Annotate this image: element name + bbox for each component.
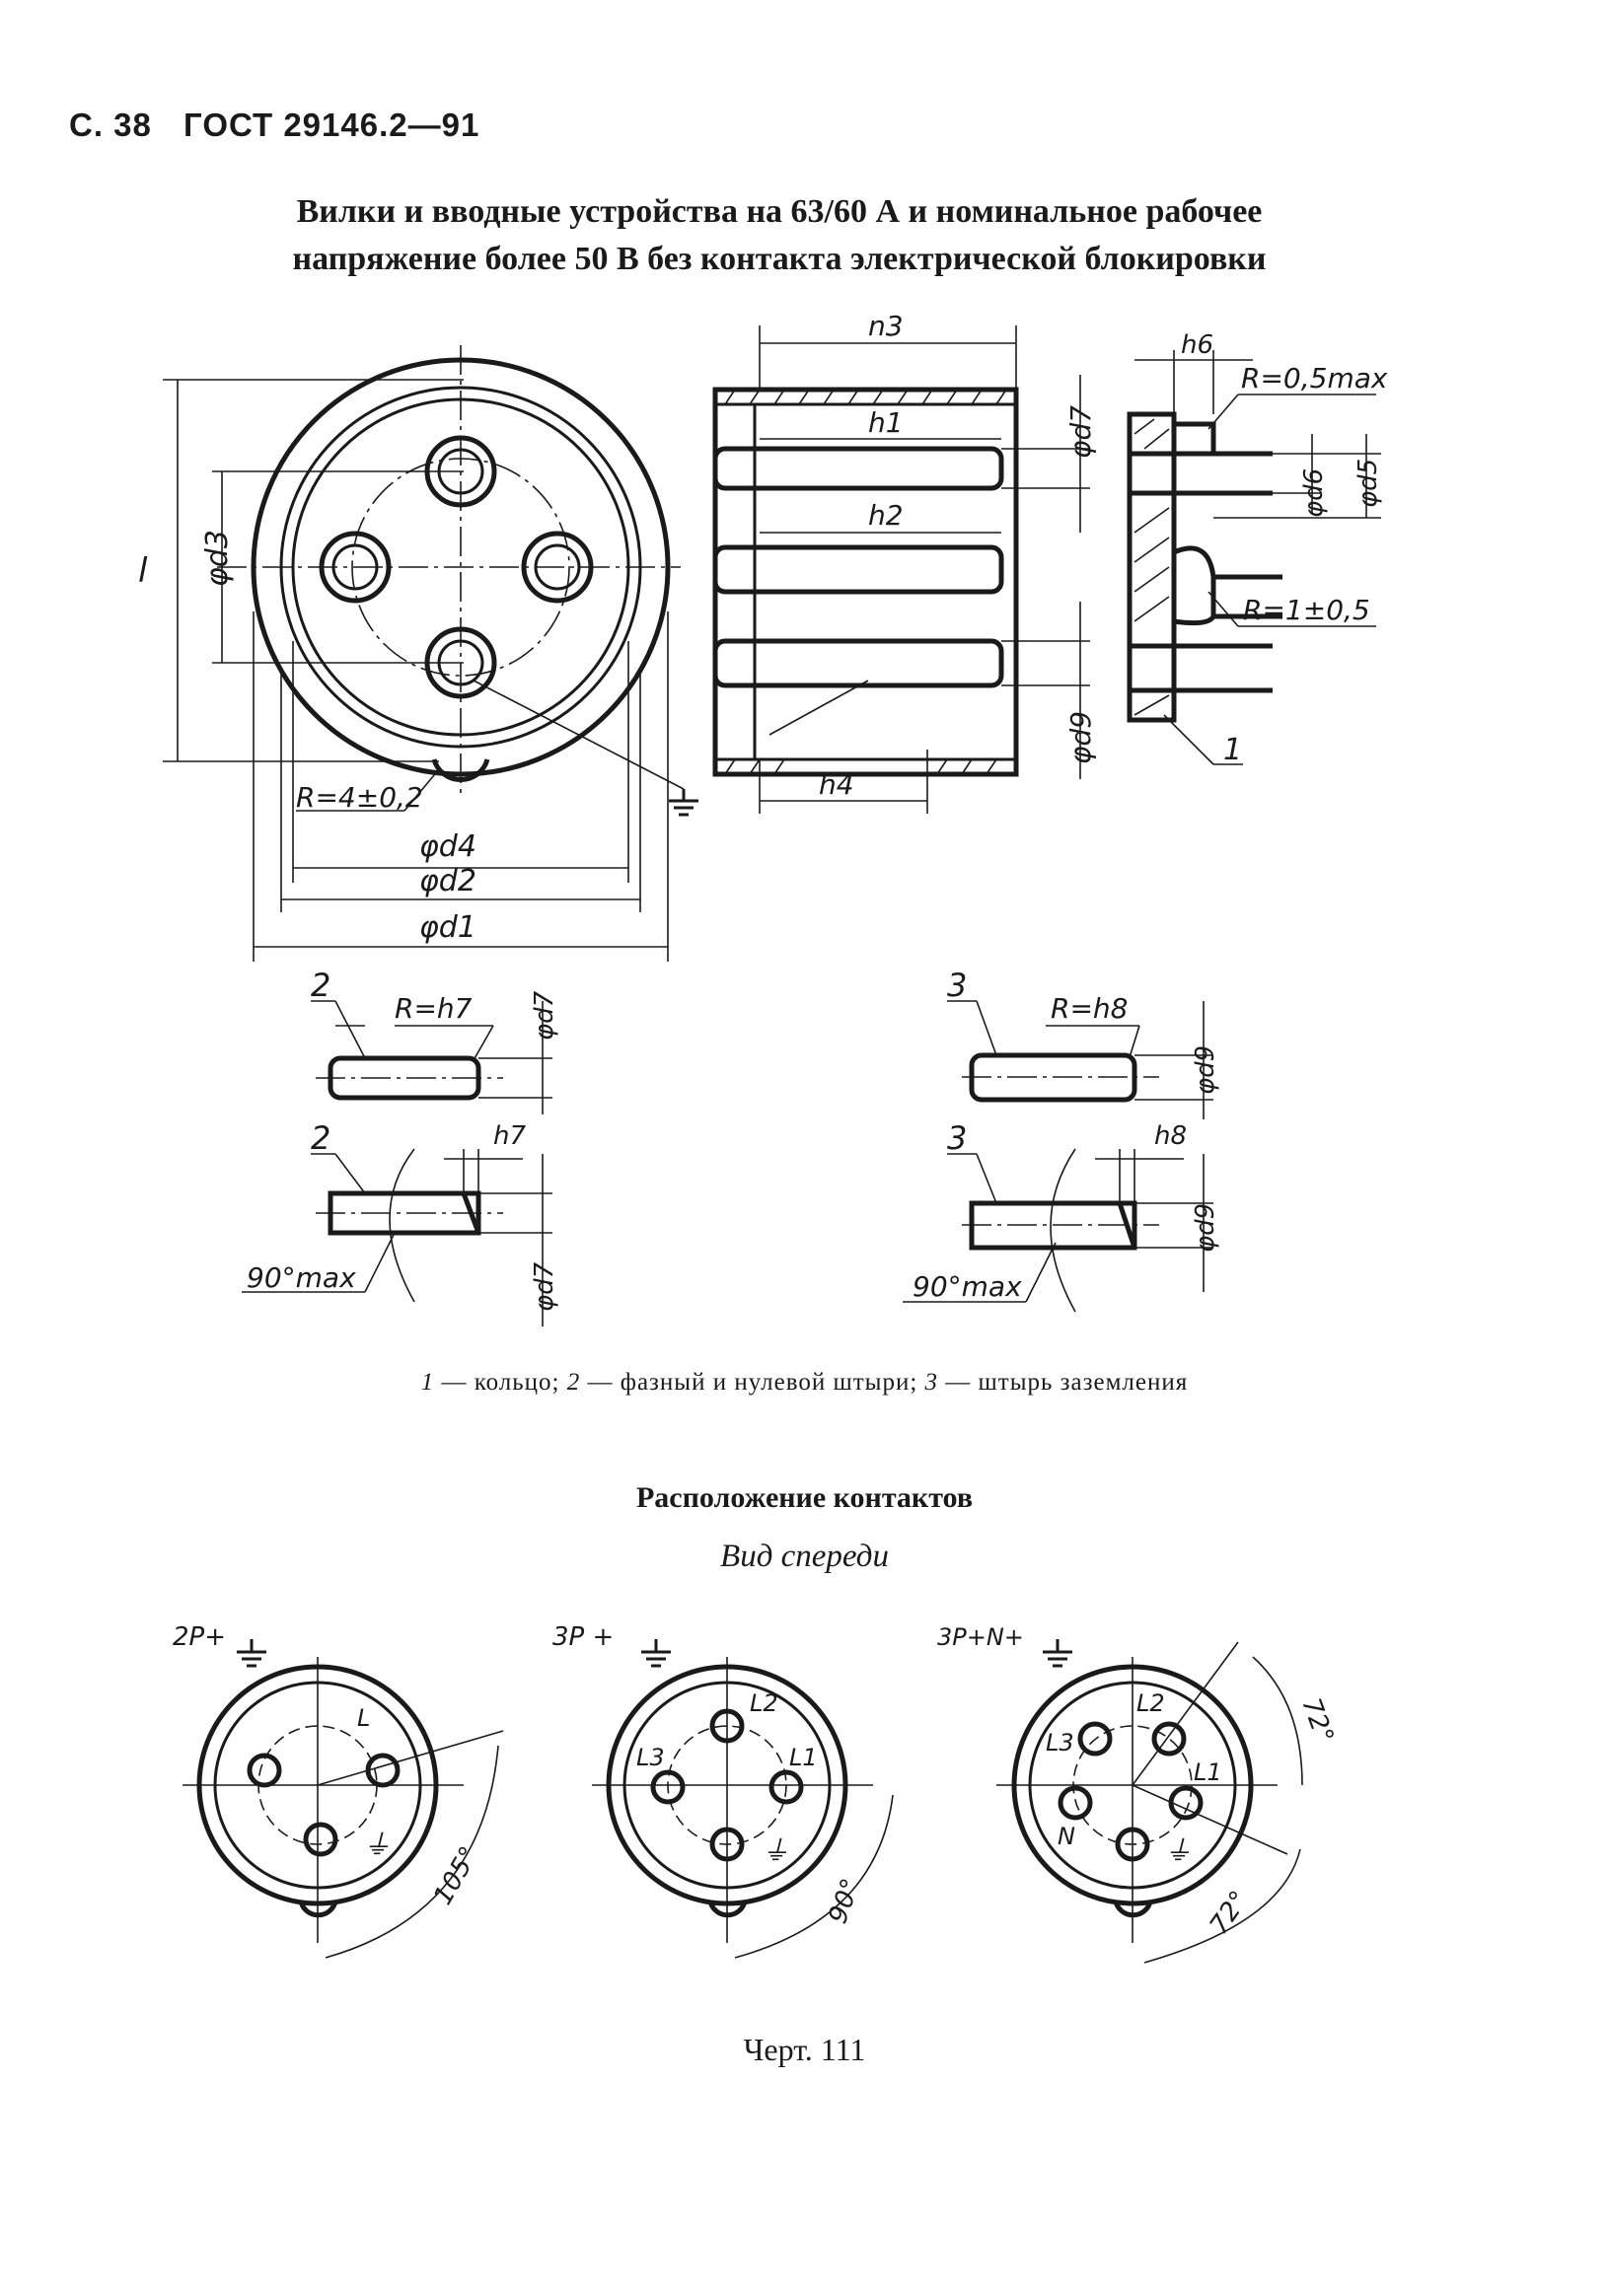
- layout-2p-angle: 105°: [428, 1841, 484, 1909]
- page-number: С. 38: [69, 107, 152, 143]
- radius-top-label: R=0,5max: [1241, 362, 1388, 395]
- legend-n3: 3: [924, 1369, 939, 1396]
- layout-2p: 2P+ L ⏚ 105°: [173, 1622, 504, 1959]
- front-view: l φd3 R=4±0,2 φd4 φd2 φd1: [138, 345, 698, 962]
- dim-d2-label: φd2: [419, 864, 476, 898]
- r-h8-label: R=h8: [1051, 992, 1128, 1025]
- layout-3p-pin-l1: L1: [789, 1744, 818, 1771]
- title-line-2: напряжение более 50 В без контакта элект…: [292, 241, 1267, 277]
- dim-d7-b-label: φd7: [530, 1261, 559, 1312]
- dim-d5-label: φd5: [1353, 459, 1383, 508]
- layout-3p-angle: 90°: [823, 1875, 866, 1928]
- callout-1-label: 1: [1223, 733, 1242, 767]
- legend: 1 — кольцо; 2 — фазный и нулевой штыри; …: [0, 1369, 1609, 1397]
- dim-h6-label: h6: [1181, 330, 1213, 360]
- angle-90-a-label: 90°max: [247, 1261, 356, 1294]
- layout-3pn-pin-l1: L1: [1194, 1758, 1222, 1786]
- layout-3p-pin-l3: L3: [636, 1744, 665, 1771]
- layout-2p-pin-l: L: [357, 1704, 370, 1732]
- dim-d7-a-label: φd7: [530, 990, 559, 1040]
- layout-3p-label: 3P +: [552, 1622, 614, 1652]
- angle-90-b-label: 90°max: [913, 1270, 1022, 1303]
- callout-3b-label: 3: [947, 1119, 967, 1157]
- dim-d3-label: φd3: [200, 530, 235, 587]
- section-view: n3 h1 h2 h4 φd7 φd9: [712, 310, 1097, 814]
- layout-2p-label: 2P+: [173, 1622, 226, 1652]
- dim-d9-a-label: φd9: [1191, 1045, 1220, 1095]
- layout-3pn-pin-l3: L3: [1046, 1729, 1074, 1757]
- legend-n2: 2: [566, 1369, 581, 1396]
- dim-d6-label: φd6: [1299, 468, 1329, 518]
- layout-3p-earth: ⏚: [762, 1834, 789, 1867]
- layout-2p-earth: ⏚: [363, 1829, 391, 1861]
- dim-h1-label: h1: [868, 406, 904, 439]
- title-line-1: Вилки и вводные устройства на 63/60 А и …: [296, 193, 1263, 230]
- callout-3a-label: 3: [947, 967, 967, 1004]
- callout-2b-label: 2: [311, 1119, 330, 1157]
- page-header: С. 38 ГОСТ 29146.2—91: [69, 107, 501, 144]
- dim-h8-label: h8: [1154, 1121, 1187, 1151]
- legend-t2: — фазный и нулевой штыри;: [587, 1369, 918, 1396]
- dim-h2-label: h2: [868, 499, 904, 532]
- dim-h4-label: h4: [819, 768, 854, 801]
- layout-3p: 3P + L2 L3 L1 ⏚ 90°: [552, 1622, 894, 1959]
- dim-d9-label: φd9: [1064, 711, 1097, 764]
- layout-3pn-pin-n: N: [1058, 1823, 1075, 1850]
- contacts-section-title: Расположение контактов: [635, 1481, 974, 1514]
- contacts-section-subtitle: Вид спереди: [720, 1539, 889, 1574]
- dim-radius-label: R=4±0,2: [296, 781, 423, 814]
- layout-3pn-label: 3P+N+: [937, 1623, 1024, 1651]
- figure-caption: Черт. 111: [743, 2032, 866, 2067]
- dim-h7-label: h7: [493, 1121, 526, 1151]
- layout-3pn-angle-top: 72°: [1295, 1694, 1339, 1748]
- layout-3pn-earth: ⏚: [1164, 1834, 1192, 1867]
- pin-details-left: 2 R=h7 φd7 2 h7 90°max φd7: [242, 967, 559, 1327]
- dim-n3-label: n3: [868, 310, 904, 342]
- legend-t3: — штырь заземления: [945, 1369, 1189, 1396]
- layout-3pn-pin-l2: L2: [1136, 1689, 1165, 1717]
- layout-3pn-angle-bottom: 72°: [1205, 1886, 1255, 1940]
- dim-d1-label: φd1: [419, 910, 476, 945]
- dim-l-label: l: [138, 551, 148, 591]
- dim-d7-label: φd7: [1064, 405, 1097, 459]
- callout-2a-label: 2: [311, 967, 330, 1004]
- legend-n1: 1: [420, 1369, 435, 1396]
- ring-detail: h6 R=0,5max φd6 φd5 R=1±0,5 1: [1127, 330, 1388, 767]
- layout-3pn: 3P+N+ L2 L3 L1 N ⏚ 72° 72°: [937, 1623, 1339, 1964]
- r-h7-label: R=h7: [395, 992, 473, 1025]
- legend-t1: — кольцо;: [441, 1369, 560, 1396]
- radius-bottom-label: R=1±0,5: [1243, 594, 1370, 626]
- dim-d9-b-label: φd9: [1191, 1203, 1220, 1253]
- dim-d4-label: φd4: [419, 829, 476, 864]
- pin-details-right: 3 R=h8 φd9 3 h8 90°max φd9: [903, 967, 1220, 1313]
- layout-3p-pin-l2: L2: [750, 1689, 778, 1717]
- standard-number: ГОСТ 29146.2—91: [183, 107, 480, 143]
